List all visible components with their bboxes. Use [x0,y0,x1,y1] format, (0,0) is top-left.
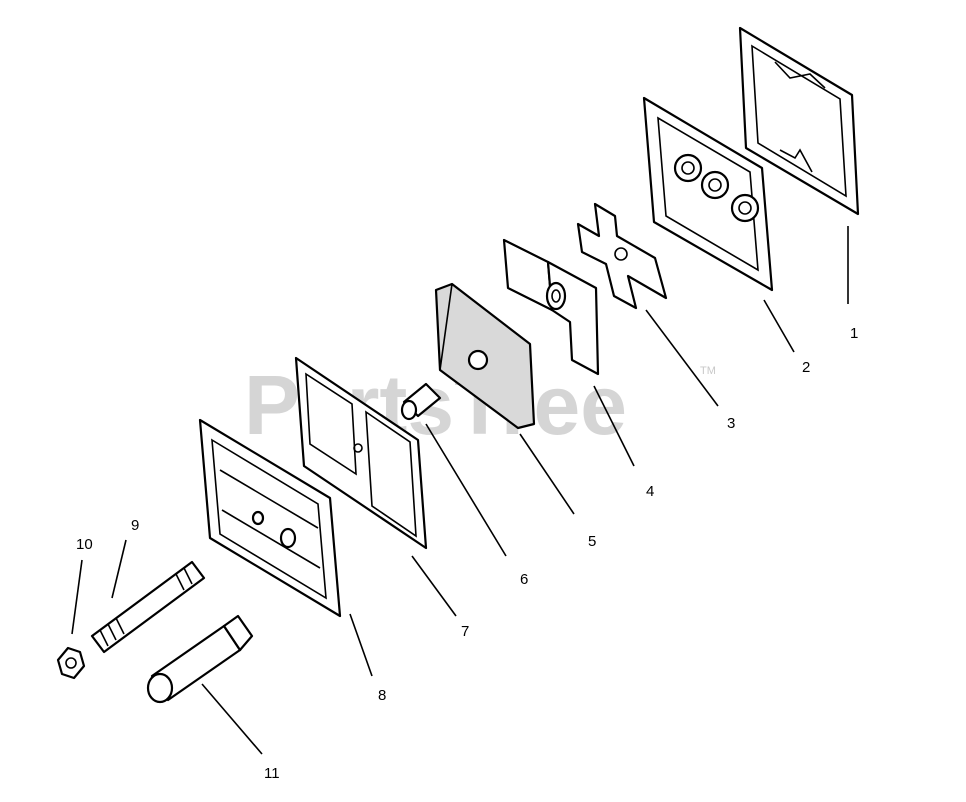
callout-1: 1 [850,325,858,342]
part-1-gasket [738,26,860,216]
part-8-cover [198,418,342,618]
part-10-nut [56,646,86,680]
callout-6: 6 [520,571,528,588]
callout-3: 3 [727,415,735,432]
callout-9: 9 [131,517,139,534]
watermark-trademark: TM [700,365,716,377]
callout-11: 11 [264,765,280,782]
callout-5: 5 [588,533,596,550]
part-6-spacer [400,382,442,421]
part-2-housing-plate [642,96,774,292]
leader-lines [71,226,849,755]
callout-8: 8 [378,687,386,704]
part-5-filter-element [434,282,536,430]
part-9-stud [90,560,206,654]
callout-labels: 1 2 3 4 5 6 7 8 9 10 11 [76,325,858,782]
callout-7: 7 [461,623,469,640]
part-11-sleeve [146,614,254,704]
part-3-cross-plate [576,202,668,310]
callout-10: 10 [76,536,93,553]
callout-2: 2 [802,359,810,376]
callout-4: 4 [646,483,654,500]
part-4-bracket [502,238,600,376]
part-7-gasket [294,356,428,550]
